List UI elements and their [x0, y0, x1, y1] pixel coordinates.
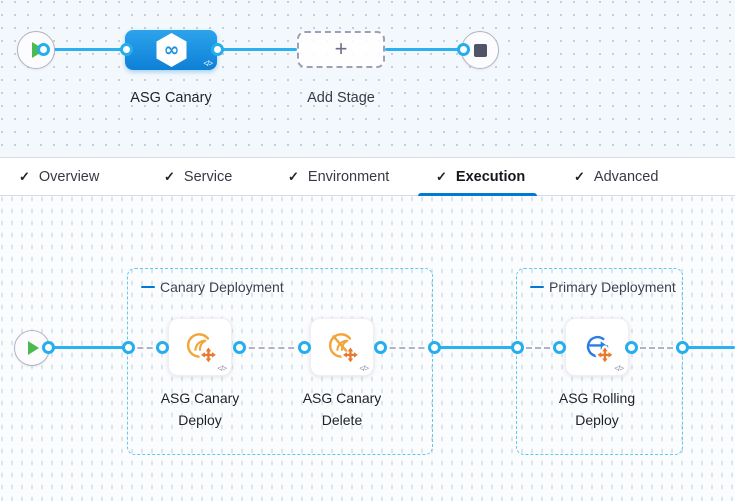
check-icon: ✓	[574, 169, 585, 184]
check-icon: ✓	[164, 169, 175, 184]
port[interactable]	[511, 341, 524, 354]
tab-environment[interactable]: ✓ Environment	[288, 158, 389, 196]
port[interactable]	[374, 341, 387, 354]
asg-rolling-deploy-icon	[586, 335, 615, 365]
stage-graph-canvas[interactable]: ∞ </> + ASG Canary Add Stage	[0, 0, 735, 158]
dashed-connector	[631, 347, 682, 349]
check-icon: ✓	[436, 169, 447, 184]
dashed-connector	[239, 347, 304, 349]
end-node-port[interactable]	[457, 43, 470, 56]
group-title[interactable]: Primary Deployment	[530, 279, 676, 295]
group-title[interactable]: Canary Deployment	[141, 279, 284, 295]
step-node-asg-canary-delete[interactable]: </>	[310, 318, 374, 376]
tab-advanced[interactable]: ✓ Advanced	[574, 158, 658, 196]
tab-label: Service	[183, 169, 233, 185]
step-node-asg-canary-deploy[interactable]: </>	[168, 318, 232, 376]
dashed-connector	[128, 347, 162, 349]
play-icon	[28, 341, 39, 355]
stage-out-port[interactable]	[211, 43, 224, 56]
stop-icon	[473, 43, 487, 57]
connector-line	[48, 346, 128, 349]
collapse-dash-icon	[530, 285, 544, 289]
port[interactable]	[428, 341, 441, 354]
dashed-connector	[517, 347, 559, 349]
port[interactable]	[625, 341, 638, 354]
port[interactable]	[156, 341, 169, 354]
connector-line	[43, 48, 126, 51]
connector-line	[434, 346, 517, 349]
stage-node-asg-canary[interactable]: ∞ </>	[125, 30, 217, 70]
tab-label: Overview	[38, 169, 100, 185]
asg-canary-deploy-icon	[186, 333, 218, 365]
tab-label: Execution	[455, 169, 526, 185]
stage-in-port[interactable]	[120, 43, 133, 56]
asg-canary-delete-icon	[328, 333, 360, 365]
group-title-label: Primary Deployment	[549, 279, 676, 295]
port[interactable]	[122, 341, 135, 354]
stage-config-tabbar: ✓ Overview ✓ Service ✓ Environment ✓ Exe…	[0, 158, 735, 196]
connector-line	[217, 48, 297, 51]
plus-icon: +	[334, 35, 348, 61]
group-title-label: Canary Deployment	[160, 279, 284, 295]
step-label: ASG Rolling Deploy	[558, 390, 636, 428]
tab-service[interactable]: ✓ Service	[164, 158, 232, 196]
port[interactable]	[42, 341, 55, 354]
start-node-port[interactable]	[37, 43, 50, 56]
connector-line	[682, 346, 735, 349]
dashed-connector	[380, 347, 434, 349]
step-yaml-icon[interactable]: </>	[614, 364, 624, 373]
harness-cd-stage-icon: ∞	[156, 33, 186, 67]
tab-label: Advanced	[593, 169, 659, 185]
check-icon: ✓	[288, 169, 299, 184]
port[interactable]	[233, 341, 246, 354]
port[interactable]	[676, 341, 689, 354]
execution-graph-canvas[interactable]: Canary Deployment Primary Deployment	[0, 196, 735, 501]
tab-label: Environment	[307, 169, 390, 185]
add-stage-button[interactable]: +	[297, 31, 385, 68]
active-tab-underline	[418, 193, 537, 196]
connector-line	[385, 48, 463, 51]
step-node-asg-rolling-deploy[interactable]: </>	[565, 318, 629, 376]
add-stage-label[interactable]: Add Stage	[307, 90, 375, 106]
collapse-dash-icon	[141, 285, 155, 289]
svg-text:∞: ∞	[163, 39, 179, 61]
step-label: ASG Canary Deploy	[160, 390, 240, 428]
step-yaml-icon[interactable]: </>	[359, 364, 369, 373]
pipeline-end-node[interactable]	[461, 31, 499, 69]
step-group-primary-deployment[interactable]: Primary Deployment	[516, 268, 683, 455]
step-label: ASG Canary Delete	[302, 390, 382, 428]
port[interactable]	[298, 341, 311, 354]
tab-execution[interactable]: ✓ Execution	[436, 158, 525, 196]
stage-label: ASG Canary	[130, 90, 212, 106]
port[interactable]	[553, 341, 566, 354]
step-yaml-icon[interactable]: </>	[217, 364, 227, 373]
step-group-canary-deployment[interactable]: Canary Deployment	[127, 268, 433, 455]
stage-yaml-icon[interactable]: </>	[203, 59, 213, 68]
check-icon: ✓	[19, 169, 30, 184]
tab-overview[interactable]: ✓ Overview	[19, 158, 99, 196]
